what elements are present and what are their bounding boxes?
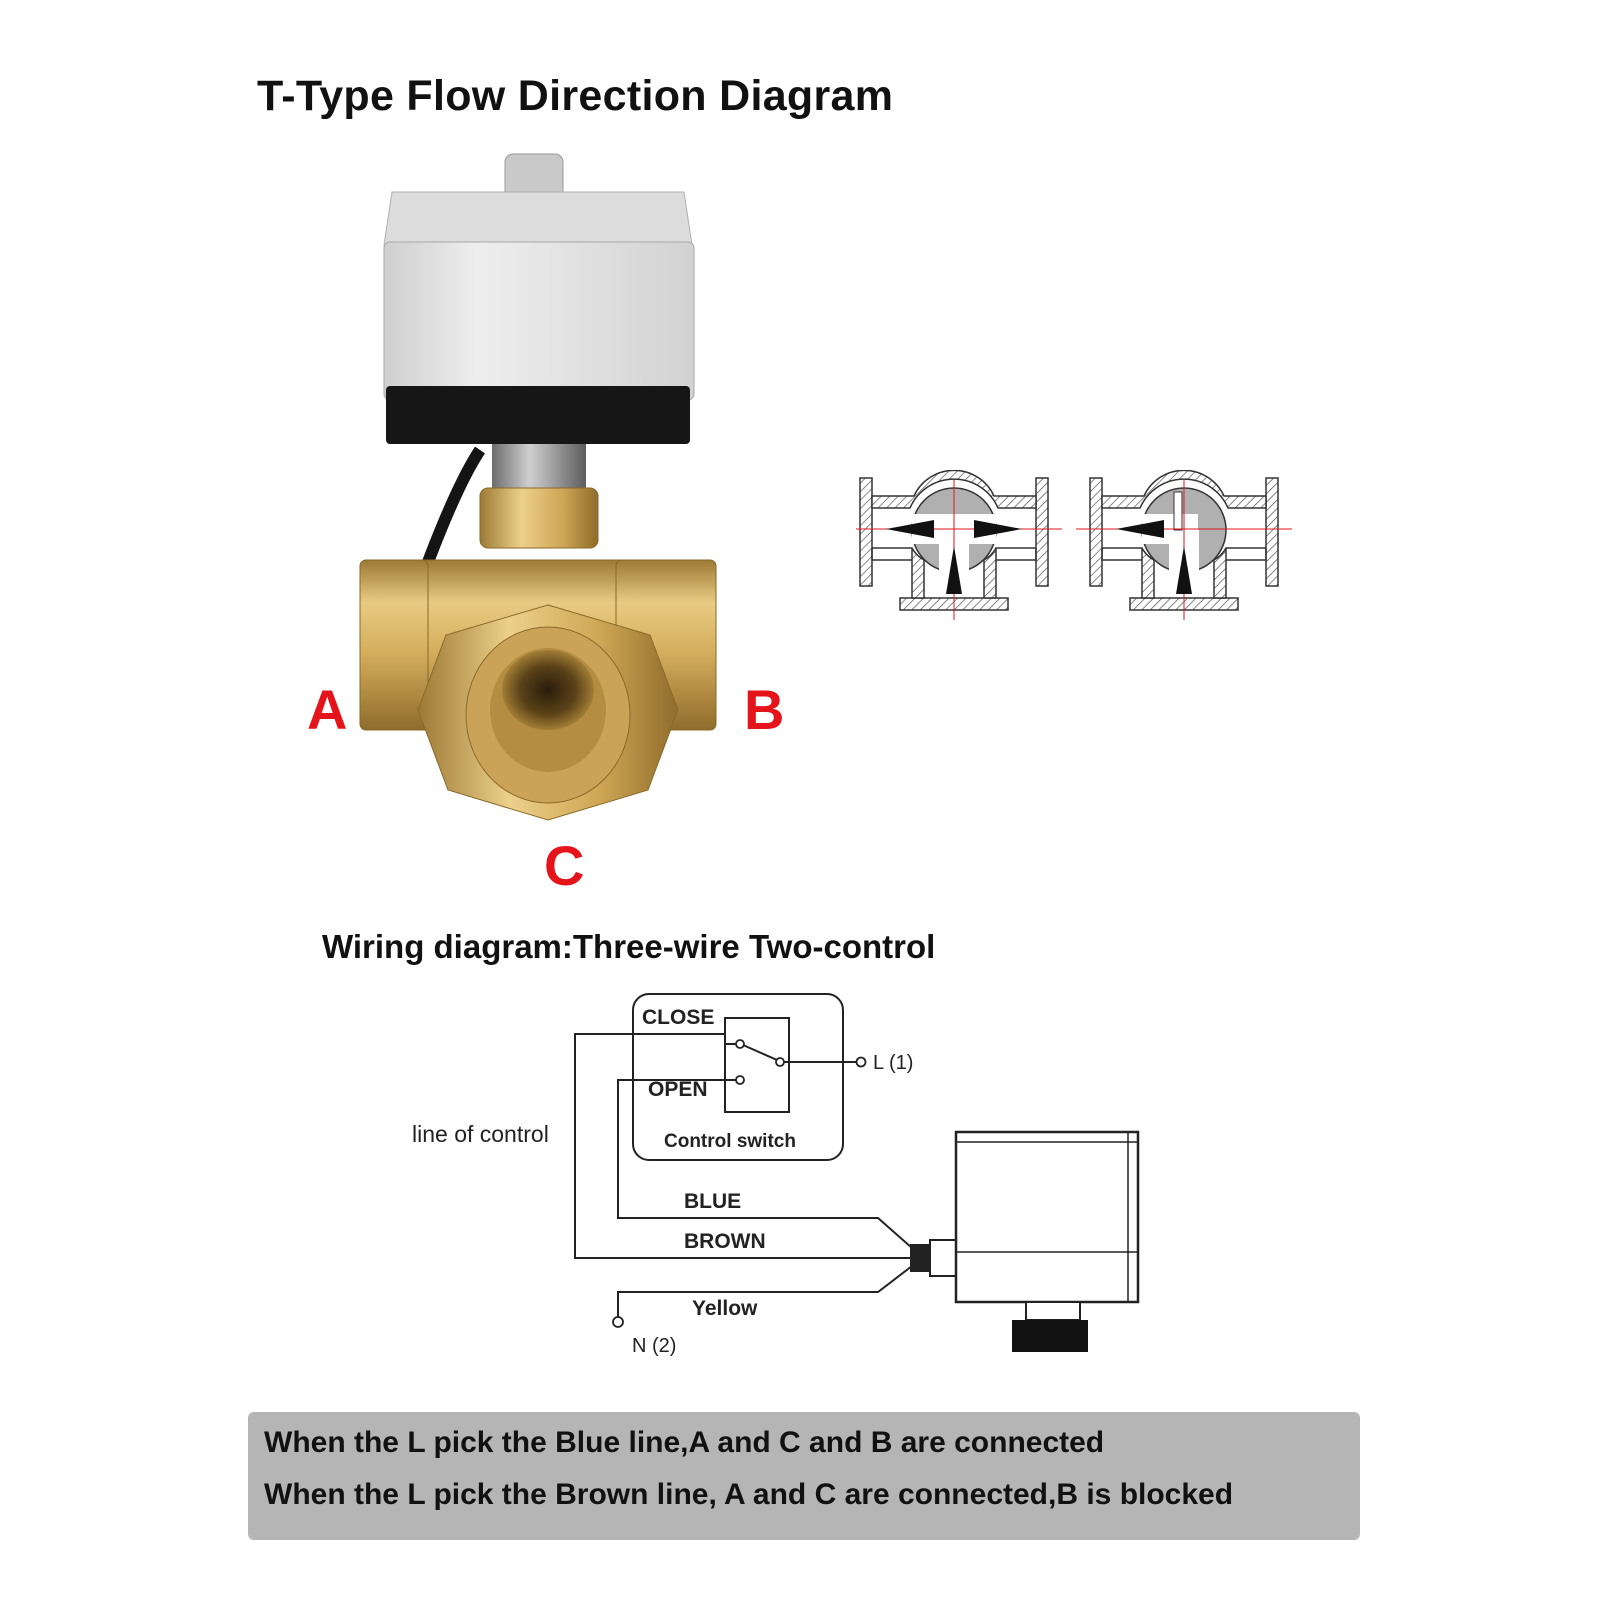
brown-wire-label: BROWN [684,1230,766,1253]
control-switch-box [632,993,844,1161]
close-label: CLOSE [642,1006,714,1029]
brown-wire [574,1033,878,1259]
open-label: OPEN [648,1078,708,1101]
port-c-label: C [544,834,585,897]
actuator-base [386,386,690,444]
switch-contacts-frame [724,1017,790,1113]
control-switch-label: Control switch [664,1131,796,1152]
l-terminal-label: L (1) [873,1052,913,1074]
switch-lever [742,1044,778,1061]
actuator-housing [383,241,695,401]
port-a-hex [359,559,429,731]
actuator-valve-stub [1012,1320,1088,1352]
n-terminal [612,1316,624,1328]
n-terminal-label: N (2) [632,1335,676,1357]
port-a-label: A [307,678,348,741]
yellow-wire [617,1265,913,1318]
blue-wire [617,1079,913,1249]
blue-wire-label: BLUE [684,1190,741,1213]
l-terminal [855,1056,867,1068]
wiring-title: Wiring diagram:Three-wire Two-control [322,928,936,965]
valve-illustration [359,153,717,821]
flow-cross-sections [856,470,1292,620]
wiring-diagram: CLOSE OPEN Control switch L (1) line of … [412,993,1140,1357]
port-c-bore [502,650,594,730]
bonnet-nut [479,487,599,549]
actuator-symbol [954,1130,1140,1304]
line-of-control-label: line of control [412,1121,549,1147]
note-brown-line: When the L pick the Brown line, A and C … [264,1478,1234,1511]
note-blue-line: When the L pick the Blue line,A and C an… [264,1426,1105,1459]
notes-panel: When the L pick the Blue line,A and C an… [248,1412,1360,1540]
valve-stem [492,444,586,490]
section-l-b-blocked [1076,470,1292,620]
connector-plug [910,1244,930,1272]
actuator-lid [383,191,693,246]
port-b-label: B [744,678,785,741]
page-title: T-Type Flow Direction Diagram [257,72,894,120]
actuator-cable [419,446,486,573]
yellow-wire-label: Yellow [692,1297,758,1320]
section-t-all-connected [856,470,1062,620]
